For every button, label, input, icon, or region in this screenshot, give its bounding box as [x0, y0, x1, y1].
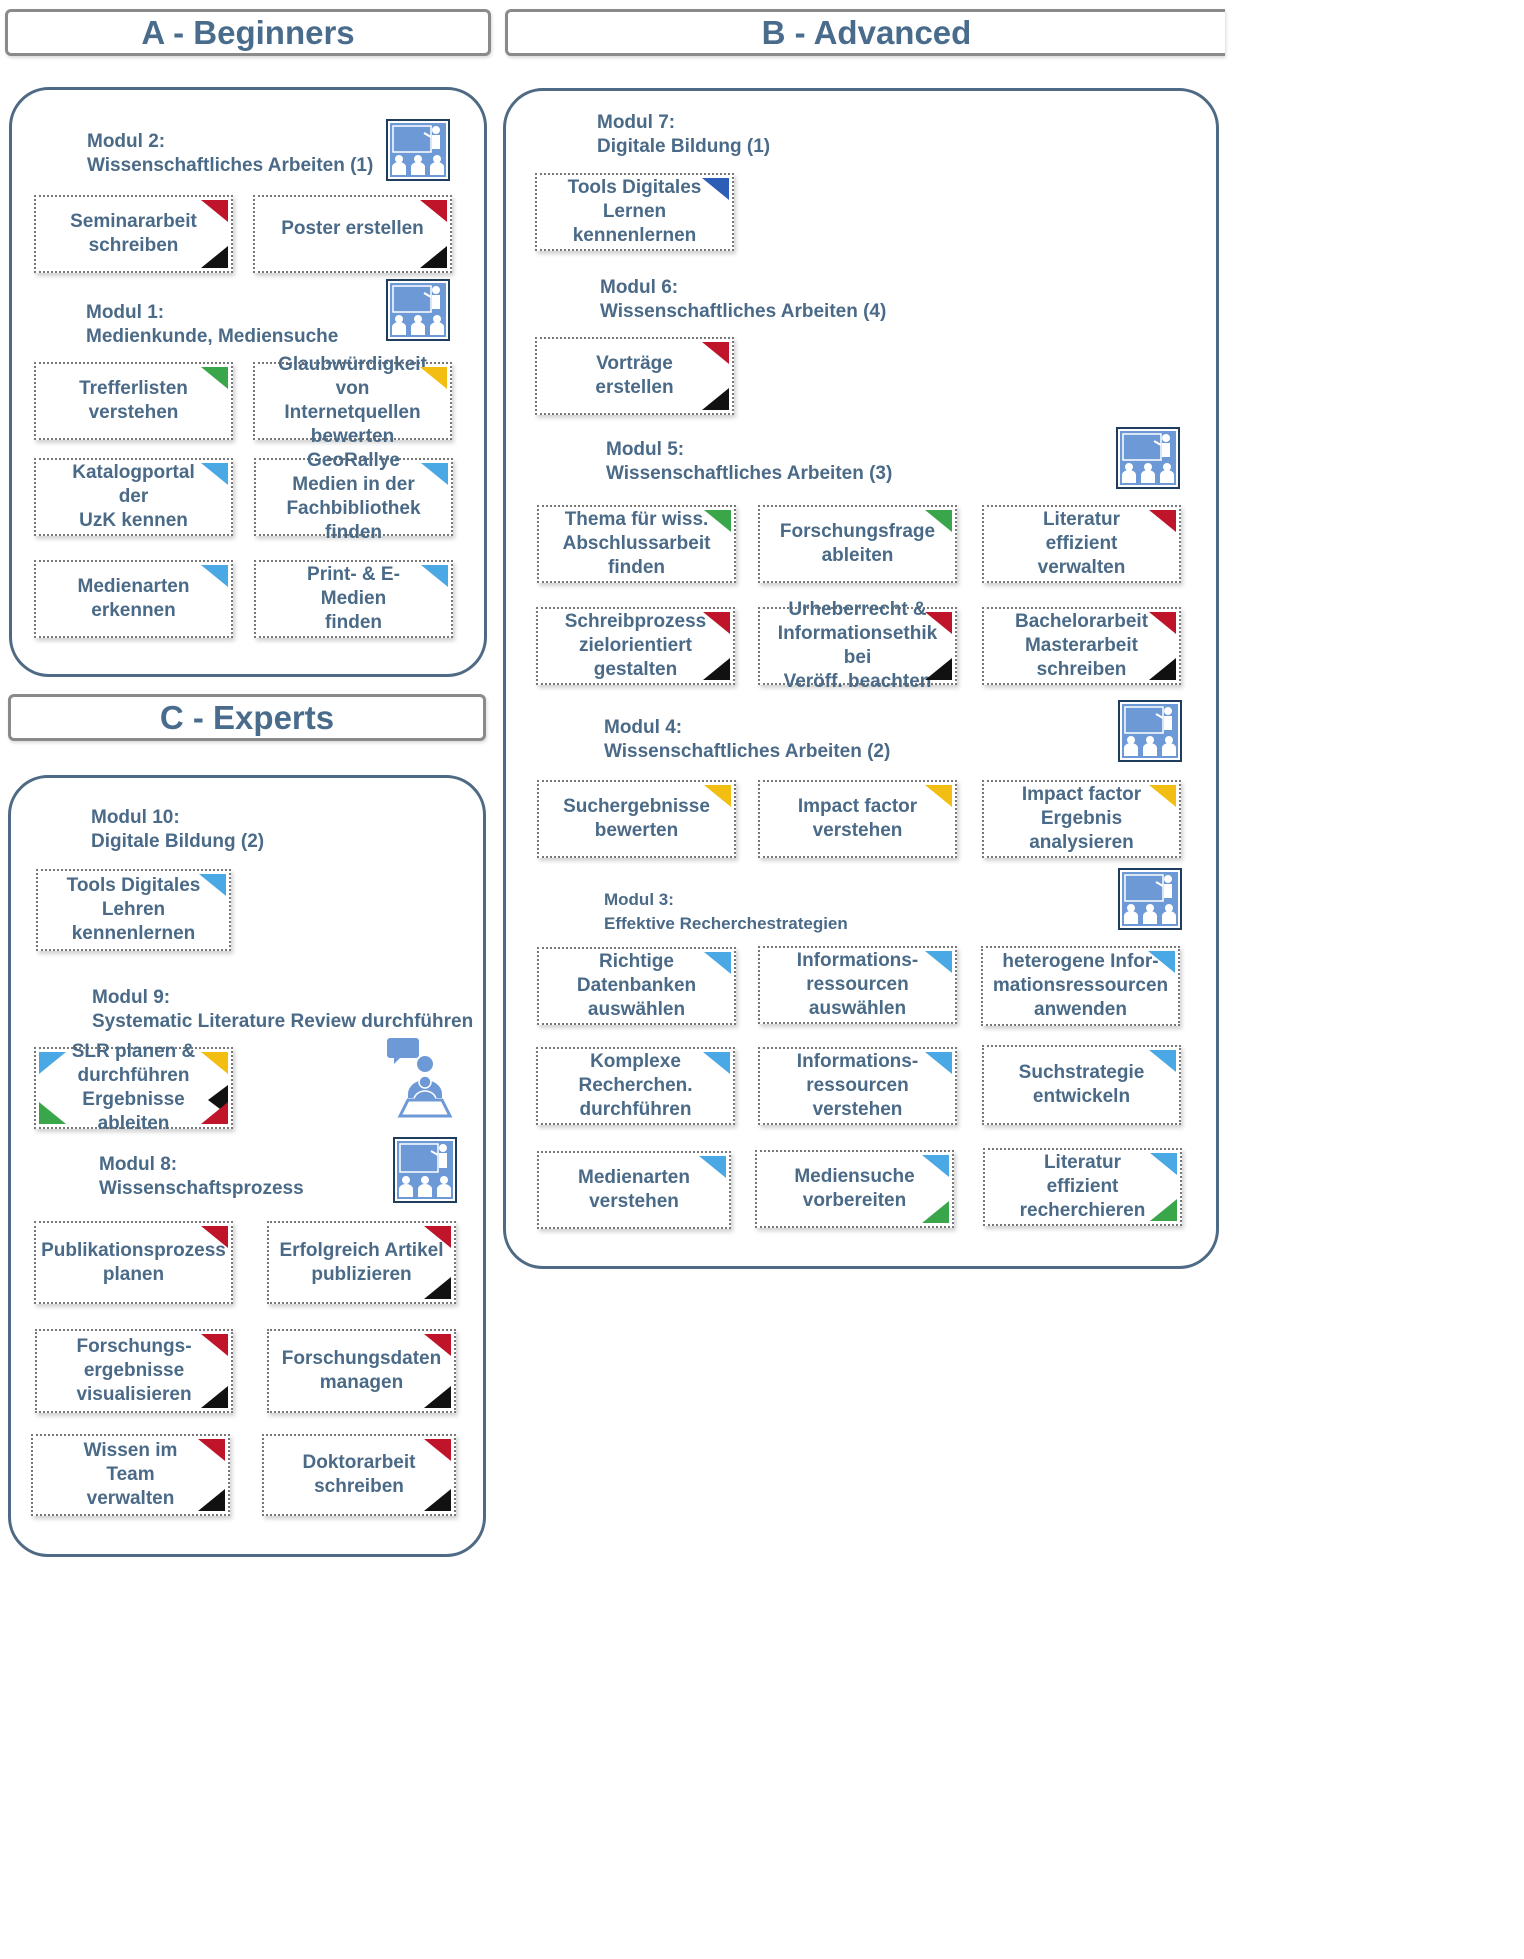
card-datenbanken[interactable]: Richtige Datenbanken auswählen: [537, 947, 736, 1025]
card-heterogene[interactable]: heterogene Infor- mationsressourcen anwe…: [981, 946, 1180, 1026]
module-7-label: Modul 7: Digitale Bildung (1): [597, 112, 771, 157]
module-8-label: Modul 8: Wissenschaftsprozess: [99, 1154, 304, 1199]
card-mediensuche[interactable]: Mediensuche vorbereiten: [755, 1150, 954, 1228]
seminar-icon: [386, 119, 450, 181]
seminar-icon: [1116, 427, 1180, 489]
card-suchstrategie[interactable]: Suchstrategie entwickeln: [982, 1045, 1181, 1125]
card-medienarten-erkennen[interactable]: Medienarten erkennen: [34, 560, 233, 638]
card-info-verstehen[interactable]: Informations- ressourcen verstehen: [758, 1047, 957, 1125]
card-label: heterogene Infor- mationsressourcen anwe…: [992, 951, 1169, 1020]
card-glaubwuerdigkeit[interactable]: Glaubwürdigkeit von Internetquellen bewe…: [253, 354, 452, 447]
card-vortraege[interactable]: Vorträge erstellen: [535, 337, 734, 415]
module-1-label: Modul 1: Medienkunde, Mediensuche: [86, 302, 339, 347]
module-10-label: Modul 10: Digitale Bildung (2): [91, 807, 265, 852]
card-label: Literatur effizient verwalten: [1037, 509, 1126, 578]
module-3-label: Modul 3: Effektive Recherchestrategien: [604, 890, 848, 933]
card-forschungsergebnisse[interactable]: Forschungs- ergebnisse visualisieren: [35, 1329, 233, 1413]
card-forschungsdaten[interactable]: Forschungsdaten managen: [267, 1329, 456, 1413]
card-label: Forschungs- ergebnisse visualisieren: [76, 1336, 192, 1405]
card-publikationsprozess[interactable]: Publikationsprozess planen: [34, 1221, 233, 1304]
card-label: Forschungsfrage ableiten: [779, 521, 936, 566]
card-label: Bachelorarbeit Masterarbeit schreiben: [1014, 611, 1149, 680]
seminar-icon: [393, 1137, 457, 1203]
card-label: Publikationsprozess planen: [41, 1239, 226, 1285]
card-label: Mediensuche vorbereiten: [794, 1166, 915, 1211]
card-label: Komplexe Recherchen. durchführen: [578, 1051, 693, 1120]
card-trefferlisten[interactable]: Trefferlisten verstehen: [34, 362, 233, 440]
card-label: Forschungsdaten managen: [281, 1348, 442, 1393]
seminar-icon: [386, 279, 450, 341]
card-label: Doktorarbeit schreiben: [302, 1452, 416, 1497]
card-georallye[interactable]: GeoRallye Medien in der Fachbibliothek f…: [254, 450, 453, 543]
card-bachelorarbeit[interactable]: Bachelorarbeit Masterarbeit schreiben: [982, 607, 1181, 685]
card-wissen-team[interactable]: Wissen im Team verwalten: [31, 1434, 230, 1516]
card-label: Trefferlisten verstehen: [79, 378, 188, 423]
card-slr[interactable]: SLR planen & durchführen Ergebnisse able…: [34, 1041, 233, 1134]
black-marker: [420, 246, 447, 268]
card-poster[interactable]: Poster erstellen: [253, 195, 452, 273]
card-literatur-recherchieren[interactable]: Literatur effizient recherchieren: [983, 1148, 1182, 1226]
card-label: Erfolgreich Artikel publizieren: [279, 1239, 444, 1285]
card-thema[interactable]: Thema für wiss. Abschlussarbeit finden: [537, 505, 736, 583]
module-6-label: Modul 6: Wissenschaftliches Arbeiten (4): [600, 277, 887, 322]
card-label: Glaubwürdigkeit von Internetquellen bewe…: [278, 354, 427, 447]
card-label: Katalogportal der UzK kennen: [72, 462, 195, 531]
card-label: Informations- ressourcen verstehen: [796, 1051, 919, 1120]
card-label: Tools Digitales Lehren kennenlernen: [66, 875, 201, 944]
card-label: Suchstrategie entwickeln: [1018, 1062, 1145, 1107]
card-schreibprozess[interactable]: Schreibprozess zielorientiert gestalten: [536, 607, 735, 685]
card-label: Suchergebnisse bewerten: [563, 796, 710, 841]
card-tools-lehren[interactable]: Tools Digitales Lehren kennenlernen: [36, 869, 231, 951]
card-label: Thema für wiss. Abschlussarbeit finden: [562, 509, 711, 578]
card-label: Vorträge erstellen: [595, 353, 674, 398]
card-label: Poster erstellen: [281, 218, 424, 239]
card-label: Informations- ressourcen auswählen: [796, 950, 919, 1019]
card-label: Richtige Datenbanken auswählen: [576, 951, 697, 1020]
card-literatur-verwalten[interactable]: Literatur effizient verwalten: [982, 505, 1181, 583]
card-erfolgreich[interactable]: Erfolgreich Artikel publizieren: [267, 1221, 456, 1304]
module-5-label: Modul 5: Wissenschaftliches Arbeiten (3): [606, 439, 893, 484]
card-label: Seminararbeit schreiben: [70, 211, 197, 256]
card-print-emedien[interactable]: Print- & E-Medien finden: [254, 560, 453, 638]
header-experts: C - Experts: [8, 694, 486, 741]
card-impact-analysieren[interactable]: Impact factor Ergebnis analysieren: [982, 780, 1181, 858]
card-label: Schreibprozess zielorientiert gestalten: [564, 611, 707, 680]
card-label: Tools Digitales Lernen kennenlernen: [567, 177, 702, 246]
card-katalogportal[interactable]: Katalogportal der UzK kennen: [34, 458, 233, 536]
card-label: Literatur effizient recherchieren: [1019, 1152, 1146, 1221]
header-advanced: B - Advanced: [505, 9, 1225, 56]
card-info-auswaehlen[interactable]: Informations- ressourcen auswählen: [758, 946, 957, 1024]
card-doktorarbeit[interactable]: Doktorarbeit schreiben: [262, 1434, 456, 1516]
card-label: Impact factor verstehen: [797, 796, 918, 841]
card-suchergebnisse[interactable]: Suchergebnisse bewerten: [537, 780, 736, 858]
card-komplexe[interactable]: Komplexe Recherchen. durchführen: [536, 1047, 735, 1125]
card-urheberrecht[interactable]: Urheberrecht & Informationsethik bei Ver…: [758, 599, 957, 692]
card-label: Wissen im Team verwalten: [83, 1440, 178, 1509]
card-tools-lernen[interactable]: Tools Digitales Lernen kennenlernen: [535, 173, 734, 251]
card-label: Urheberrecht & Informationsethik bei Ver…: [777, 599, 938, 692]
consultation-icon: [387, 1038, 453, 1118]
seminar-icon: [1118, 700, 1182, 762]
card-seminararbeit[interactable]: Seminararbeit schreiben: [34, 195, 233, 273]
card-label: Impact factor Ergebnis analysieren: [1021, 784, 1142, 853]
module-2-label: Modul 2: Wissenschaftliches Arbeiten (1): [87, 131, 374, 176]
card-label: Medienarten verstehen: [578, 1167, 690, 1212]
card-medienarten-verstehen[interactable]: Medienarten verstehen: [537, 1151, 731, 1229]
card-label: GeoRallye Medien in der Fachbibliothek f…: [286, 450, 421, 543]
header-beginners: A - Beginners: [5, 9, 491, 56]
module-9-label: Modul 9: Systematic Literature Review du…: [92, 987, 474, 1032]
card-impact-verstehen[interactable]: Impact factor verstehen: [758, 780, 957, 858]
seminar-icon: [1118, 868, 1182, 930]
card-label: Print- & E-Medien finden: [307, 564, 400, 633]
card-forschungsfrage[interactable]: Forschungsfrage ableiten: [758, 505, 957, 583]
module-4-label: Modul 4: Wissenschaftliches Arbeiten (2): [604, 717, 891, 762]
card-label: Medienarten erkennen: [77, 576, 190, 621]
card-label: SLR planen & durchführen Ergebnisse able…: [71, 1041, 196, 1134]
